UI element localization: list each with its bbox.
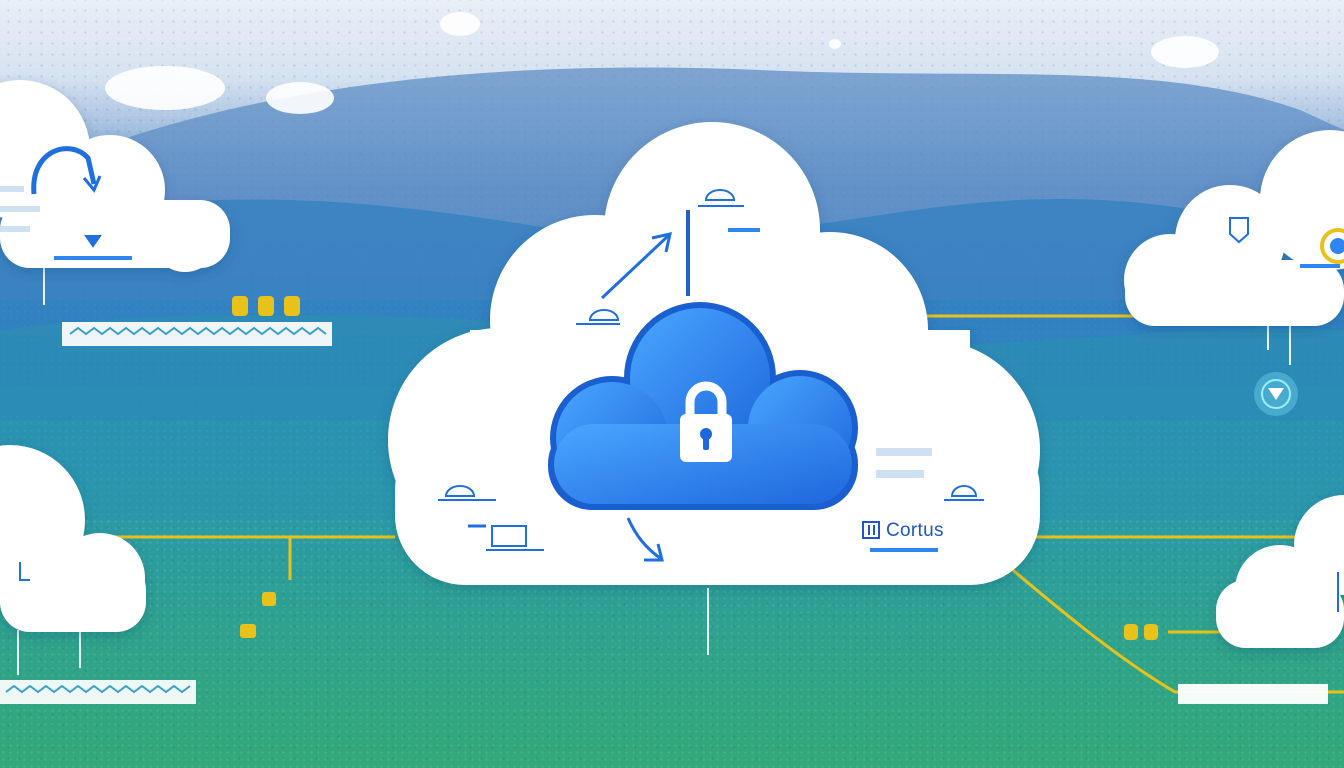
data-strips [0,322,1328,704]
lock-cloud [548,302,858,510]
text-placeholder [0,186,932,478]
underline-bars [54,228,1340,552]
right-top-cloud [1124,130,1344,326]
left-top-cloud [0,80,230,272]
location-pin-icon [1254,372,1298,416]
coin-icon [232,296,1158,640]
node-icon [438,189,984,551]
arrow-icon [31,146,690,562]
padlock-icon [680,381,732,462]
left-bottom-cloud [0,445,146,632]
cortus-label: Cortus [862,520,944,542]
sky-clouds [105,12,1219,114]
connector-lines [110,314,1344,694]
right-bottom-cloud [1216,495,1344,648]
columns-icon [862,521,880,539]
gear-icon [1320,228,1344,264]
shield-icon [19,217,1339,612]
cortus-text: Cortus [886,520,944,541]
